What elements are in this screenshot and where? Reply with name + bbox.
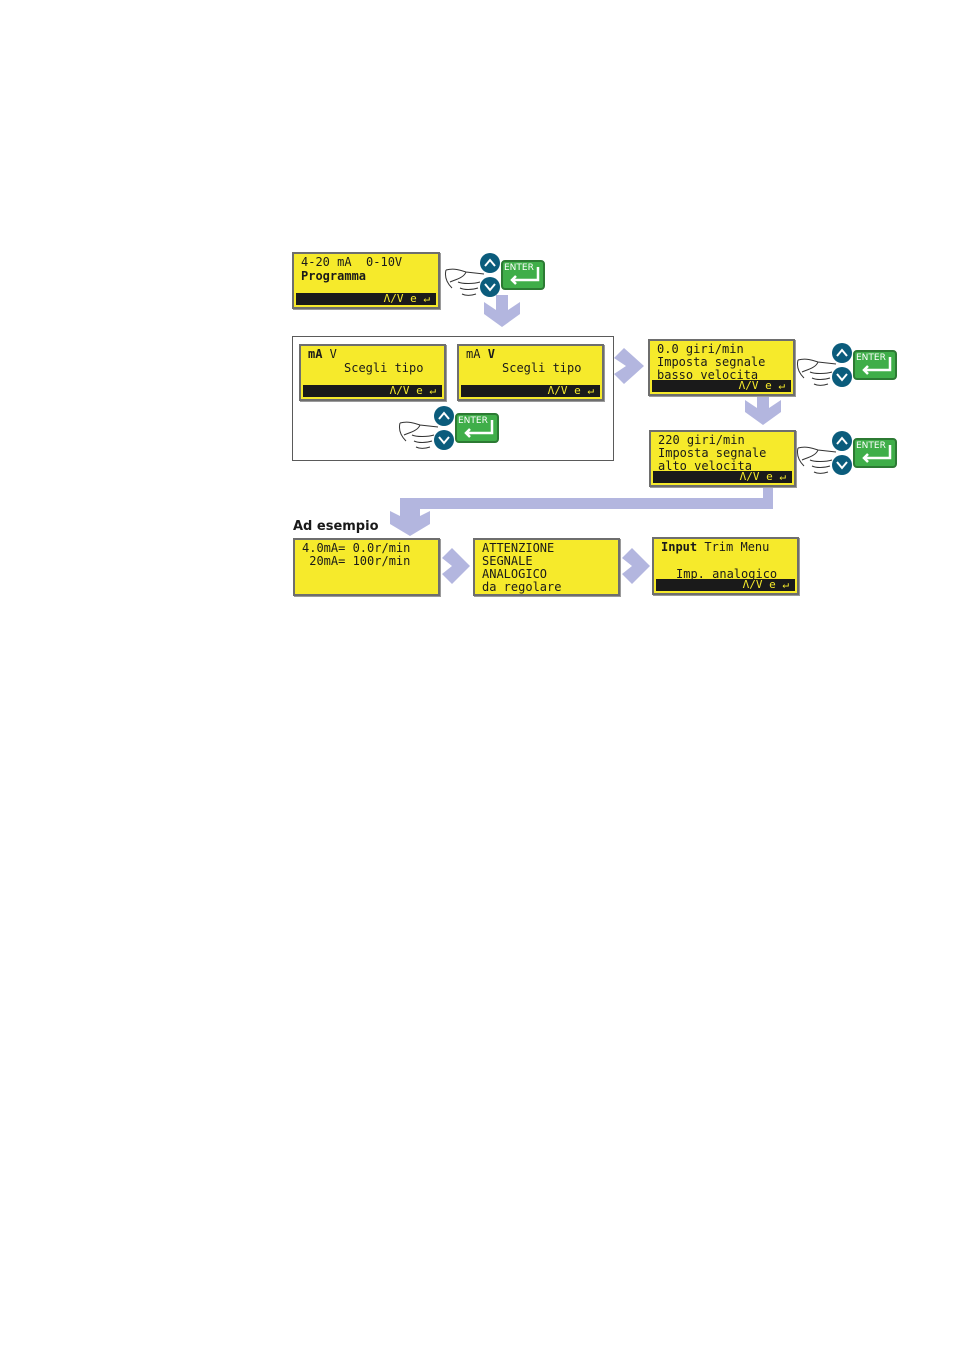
chevron-up-icon <box>480 253 500 273</box>
enter-key-icon <box>501 260 545 290</box>
section-label: Ad esempio <box>293 519 379 534</box>
enter-label: ENTER <box>856 441 886 451</box>
pointing-hand-icon <box>797 446 837 474</box>
enter-key-icon <box>455 413 499 443</box>
lcd-line: 220 giri/min <box>658 433 745 447</box>
lcd-bold-text: Input <box>661 540 698 554</box>
lcd-selected: mA <box>308 347 323 361</box>
lcd-status-bar: Λ/V e ↵ <box>653 471 792 483</box>
lcd-line: da regolare <box>482 580 562 594</box>
pointing-hand-icon <box>797 358 837 386</box>
arrow-right-3 <box>622 548 650 584</box>
chevron-up-icon <box>434 406 454 426</box>
control-group-2: ENTER <box>398 405 510 461</box>
lcd-line: 20mA= 100r/min <box>302 554 411 568</box>
chevron-down-icon <box>480 277 500 297</box>
lcd-line: Input Trim Menu <box>661 541 791 554</box>
enter-key-icon <box>853 350 897 380</box>
lcd-line: 0.0 giri/min <box>657 342 744 356</box>
chevron-down-icon <box>832 455 852 475</box>
lcd-esempio: 4.0mA= 0.0r/min 20mA= 100r/min <box>293 538 440 596</box>
lcd-line: ANALOGICO <box>482 567 548 581</box>
lcd-option: V <box>322 347 337 361</box>
lcd-line: Programma <box>301 269 367 283</box>
controls-svg <box>797 431 897 475</box>
lcd-line: Imposta segnale <box>657 355 766 369</box>
lcd-trim: Input Trim Menu Imp. analogico Λ/V e ↵ <box>652 537 799 595</box>
lcd-line: Imposta segnale <box>658 446 767 460</box>
arrow-return <box>390 486 773 536</box>
lcd-line: Scegli tipo <box>344 361 424 375</box>
lcd-selected: V <box>487 347 495 361</box>
lcd-programma: 4-20 mA 0-10V Programma Λ/V e ↵ <box>292 252 440 309</box>
chevron-down-icon <box>832 367 852 387</box>
enter-label: ENTER <box>458 416 488 426</box>
controls-svg <box>797 343 897 387</box>
control-group-1: ENTER <box>444 252 556 308</box>
pointing-hand-icon <box>445 268 485 296</box>
control-group-3: ENTER <box>796 342 908 398</box>
lcd-line: ATTENZIONE <box>482 541 555 555</box>
enter-label: ENTER <box>856 353 886 363</box>
lcd-line: mA V <box>466 348 596 361</box>
lcd-status-bar: Λ/V e ↵ <box>652 380 791 392</box>
lcd-line: Imp. analogico <box>676 567 778 581</box>
lcd-scegli-ma: mA V Scegli tipo Λ/V e ↵ <box>299 344 446 401</box>
pointing-hand-icon <box>399 421 439 449</box>
lcd-line: Scegli tipo <box>502 361 582 375</box>
lcd-attenzione: ATTENZIONE SEGNALE ANALOGICO da regolare <box>473 538 620 596</box>
lcd-alto: 220 giri/min Imposta segnale alto veloci… <box>649 430 796 487</box>
enter-label: ENTER <box>504 263 534 273</box>
enter-key-icon <box>853 438 897 468</box>
lcd-text: Trim Menu <box>697 540 770 554</box>
lcd-status-bar: Λ/V e ↵ <box>303 385 442 397</box>
arrow-right-2 <box>442 548 470 584</box>
controls-svg <box>399 406 499 450</box>
lcd-line: 4.0mA= 0.0r/min <box>302 541 411 555</box>
lcd-scegli-v: mA V Scegli tipo Λ/V e ↵ <box>457 344 604 401</box>
lcd-line: mA V <box>308 348 438 361</box>
lcd-line: basso velocita <box>657 368 759 382</box>
lcd-status-bar: Λ/V e ↵ <box>461 385 600 397</box>
control-group-4: ENTER <box>796 430 908 486</box>
arrow-right-1 <box>614 348 644 384</box>
chevron-down-icon <box>434 430 454 450</box>
arrow-down-2 <box>745 396 781 425</box>
lcd-line: SEGNALE <box>482 554 533 568</box>
chevron-up-icon <box>832 343 852 363</box>
lcd-status-bar: Λ/V e ↵ <box>656 579 795 591</box>
lcd-line: 4-20 mA 0-10V <box>301 255 403 269</box>
arrow-down-1 <box>484 295 520 327</box>
lcd-basso: 0.0 giri/min Imposta segnale basso veloc… <box>648 339 795 396</box>
lcd-line: alto velocita <box>658 459 752 473</box>
lcd-option: mA <box>466 347 488 361</box>
lcd-status-bar: Λ/V e ↵ <box>296 293 436 305</box>
chevron-up-icon <box>832 431 852 451</box>
controls-svg <box>445 253 545 297</box>
